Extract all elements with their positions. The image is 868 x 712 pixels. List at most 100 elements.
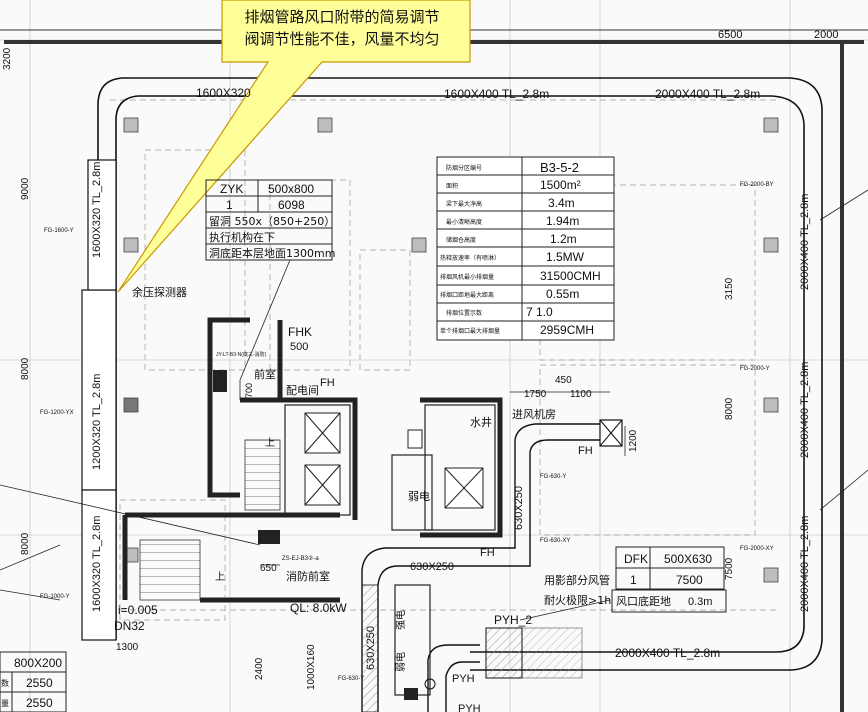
pressure-fan-unit: [213, 370, 227, 392]
duct-label-right-top: 2000X400 TL_2.8m: [799, 194, 811, 290]
dim-3150: 3150: [724, 277, 735, 300]
label-zs-fan: ZS-EJ-B3②-a: [282, 555, 319, 562]
label-stair-up-2: 上: [215, 571, 225, 583]
fg-tag-1200: FG-1200-YX: [40, 410, 74, 416]
duct-label-left-mid: 1200X320 TL_2.8m: [91, 374, 103, 470]
spec-key-4: 储烟仓高度: [446, 236, 476, 244]
zyk-row4: 洞底距本层地面1300mm: [209, 246, 335, 260]
fg-tag-630-a: FG-630-Y: [540, 474, 566, 480]
label-electric-room: 弱电: [394, 652, 407, 672]
note-outlet: 风口底距地: [616, 594, 671, 608]
spec-key-1: 面积: [446, 182, 458, 190]
dim-700: 700: [244, 383, 254, 398]
zyk-header-2: 500x800: [268, 182, 314, 196]
fg-tag-630-c: FG-630-Y: [338, 676, 364, 682]
dim-650: 650: [260, 563, 277, 574]
zyk-table-text: ZYK 500x800 1 6098 留洞 550x（850+250） 执行机构…: [209, 182, 335, 260]
pyh-fan-unit: [404, 688, 418, 700]
spec-key-0: 防烟分区编号: [446, 164, 482, 172]
spec-val-6: 31500CMH: [540, 269, 601, 283]
spec-val-2: 3.4m: [548, 196, 575, 210]
spec-key-3: 最小清晰高度: [446, 218, 482, 226]
dimension-ticks: [239, 380, 626, 566]
duct-label-right-mid: 2000X400 TL_2.8m: [799, 362, 811, 458]
duct-label-left-bot: 1600X320 TL_2.8m: [91, 516, 103, 612]
callout-balloon: [117, 0, 471, 293]
pyh2-fan-box: [485, 627, 523, 679]
label-power-room: 配电间: [286, 384, 319, 397]
label-jy-fan: JY-LT-B3-N(底三-消防): [216, 351, 267, 358]
dim-1100: 1100: [570, 389, 592, 400]
dfk-table: [611, 546, 727, 613]
dim-9000: 9000: [20, 177, 31, 200]
leader-lines: [0, 189, 868, 621]
spec-key-8: 排烟位置示数: [446, 309, 482, 317]
spec-val-8: 7 1.0: [526, 305, 553, 319]
duct-label-riser-a: 630X250: [513, 486, 525, 530]
callout-text: 排烟管路风口附带的简易调节 阀调节性能不佳，风量不均匀: [222, 6, 462, 50]
fg-tag-2000-a: FG-2000-BY: [740, 182, 774, 188]
damper-cross-b: [599, 419, 623, 447]
duct-label-left-top: 1600X320 TL_2.8m: [91, 162, 103, 258]
dim-1300: 1300: [116, 642, 139, 653]
spec-val-9: 2959CMH: [540, 323, 594, 337]
dfk-header-2: 500X630: [664, 552, 712, 566]
dfk-table-text: DFK 500X630 1 7500 用影部分风管 耐火极限>1h 风口底距地 …: [544, 552, 712, 608]
label-pyh: PYH: [452, 673, 475, 685]
fg-tag-2000-c: FG-2000-XY: [740, 546, 774, 552]
dfk-row1-a: 1: [630, 573, 637, 587]
callout-line-2: 阀调节性能不佳，风量不均匀: [244, 30, 440, 48]
zyk-row1-a: 1: [226, 198, 233, 212]
bl-table-val-2: 2550: [26, 696, 53, 710]
dim-8000-b: 8000: [20, 532, 31, 555]
label-fhk-value: 500: [290, 341, 308, 353]
dim-450: 450: [555, 375, 572, 386]
label-pipe-dn: DN32: [114, 619, 145, 633]
label-pressure-sensor: 余压探测器: [132, 285, 187, 299]
label-slope: i=0.005: [118, 603, 158, 617]
label-fh-2: FH: [578, 445, 593, 457]
bottom-left-table: [0, 651, 67, 712]
stairwell-upper: [244, 439, 281, 511]
duct-size-labels: 1600X320 1600X400 TL_2.8m 2000X400 TL_2.…: [91, 86, 811, 690]
duct-label-riser-c: 630X250: [365, 626, 377, 670]
bl-table-head: 800X200: [14, 656, 62, 670]
spec-val-3: 1.94m: [546, 214, 579, 228]
spec-val-4: 1.2m: [550, 232, 577, 246]
dim-1200: 1200: [628, 429, 639, 452]
spec-table-text: 防烟分区编号 B3-5-2 面积 1500m² 梁下最大净高 3.4m 最小清晰…: [440, 160, 601, 337]
label-weak-electric: 弱电: [408, 490, 430, 503]
duct-label-right-bot: 2000X400 TL_2.8m: [799, 516, 811, 612]
label-stair-up-1: 上: [265, 437, 275, 449]
duct-label-top-mid: 1600X400 TL_2.8m: [444, 87, 549, 101]
zyk-row2: 留洞 550x（850+250）: [209, 215, 335, 228]
duct-label-riser-b: 630X250: [410, 561, 454, 573]
label-pyh2: PYH_2: [494, 613, 532, 627]
spec-key-2: 梁下最大净高: [446, 200, 482, 208]
label-intake-room: 进风机房: [512, 407, 556, 421]
pyh-valve-icon: [424, 678, 436, 690]
bl-table-key-1: 数: [1, 678, 9, 688]
spec-val-0: B3-5-2: [540, 160, 579, 175]
branch-duct: [361, 423, 600, 712]
fg-tag-630-b: FG-630-XY: [540, 538, 570, 544]
spec-val-1: 1500m²: [540, 178, 581, 192]
fg-tag-1600: FG-1600-Y: [44, 228, 74, 234]
label-heat-load: QL: 8.0kW: [290, 601, 347, 615]
label-fh-1: FH: [320, 377, 335, 389]
label-fire-front-room: 消防前室: [286, 569, 330, 583]
duct-narrow-sections: [81, 159, 117, 641]
dfk-header-1: DFK: [624, 552, 648, 566]
note-fire-rating: 耐火极限>1h: [544, 593, 611, 607]
dimension-labels: 6500 2000 3200 9000 8000 8000 8000 3150 …: [2, 29, 838, 680]
dim-2400: 2400: [254, 657, 265, 680]
bl-table-val-1: 2550: [26, 676, 53, 690]
main-smoke-duct-loop: [97, 77, 823, 671]
spec-key-7: 排烟口距地最大距离: [440, 291, 494, 299]
spec-key-6: 排烟风机最小排烟量: [440, 273, 494, 281]
riser-hatched-duct: [361, 584, 379, 712]
dim-8000-a: 8000: [20, 357, 31, 380]
elevator-shafts: [304, 412, 484, 509]
zyk-table: [205, 179, 333, 261]
